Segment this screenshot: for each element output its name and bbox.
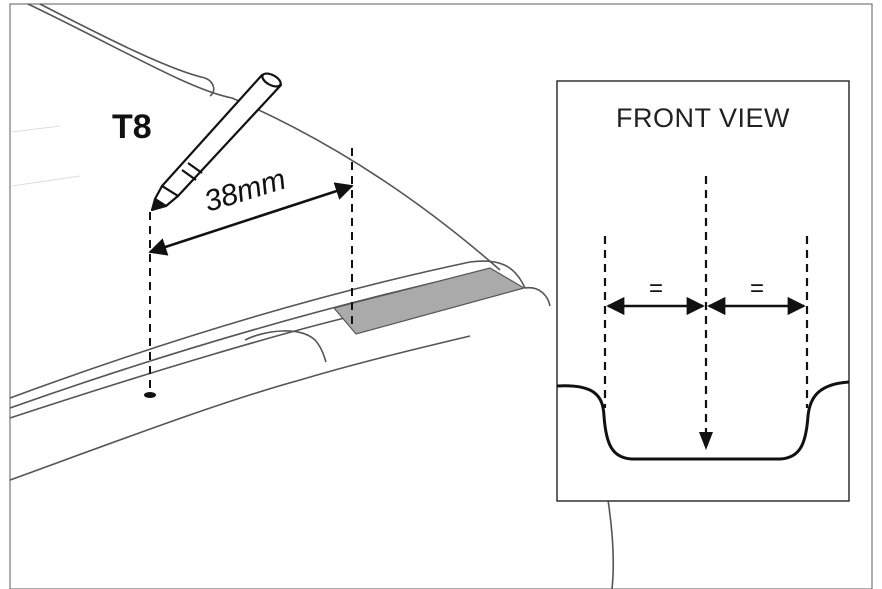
lower-right-curve bbox=[607, 499, 614, 589]
channel-profile bbox=[556, 380, 850, 461]
window-edge bbox=[39, 3, 215, 97]
mark-point bbox=[144, 392, 156, 398]
roof-edge bbox=[27, 3, 501, 271]
right-equal-label: = bbox=[750, 275, 764, 302]
inner-contour bbox=[9, 311, 371, 419]
fender-bulge bbox=[244, 330, 327, 363]
hood-shoulder bbox=[9, 260, 526, 399]
lower-body-line bbox=[9, 335, 471, 481]
right-shoulder bbox=[524, 286, 551, 307]
left-equal-label: = bbox=[649, 275, 663, 302]
center-down-arrowhead bbox=[699, 432, 713, 450]
step-label: T8 bbox=[112, 108, 152, 146]
highlight-strip bbox=[332, 267, 526, 335]
windshield-reflection bbox=[11, 125, 81, 187]
front-view-title: FRONT VIEW bbox=[616, 103, 790, 133]
dimension-arrow bbox=[148, 182, 354, 256]
car-body bbox=[9, 3, 614, 589]
frame-border bbox=[9, 3, 873, 589]
front-view-panel: FRONT VIEW = = bbox=[556, 80, 850, 502]
